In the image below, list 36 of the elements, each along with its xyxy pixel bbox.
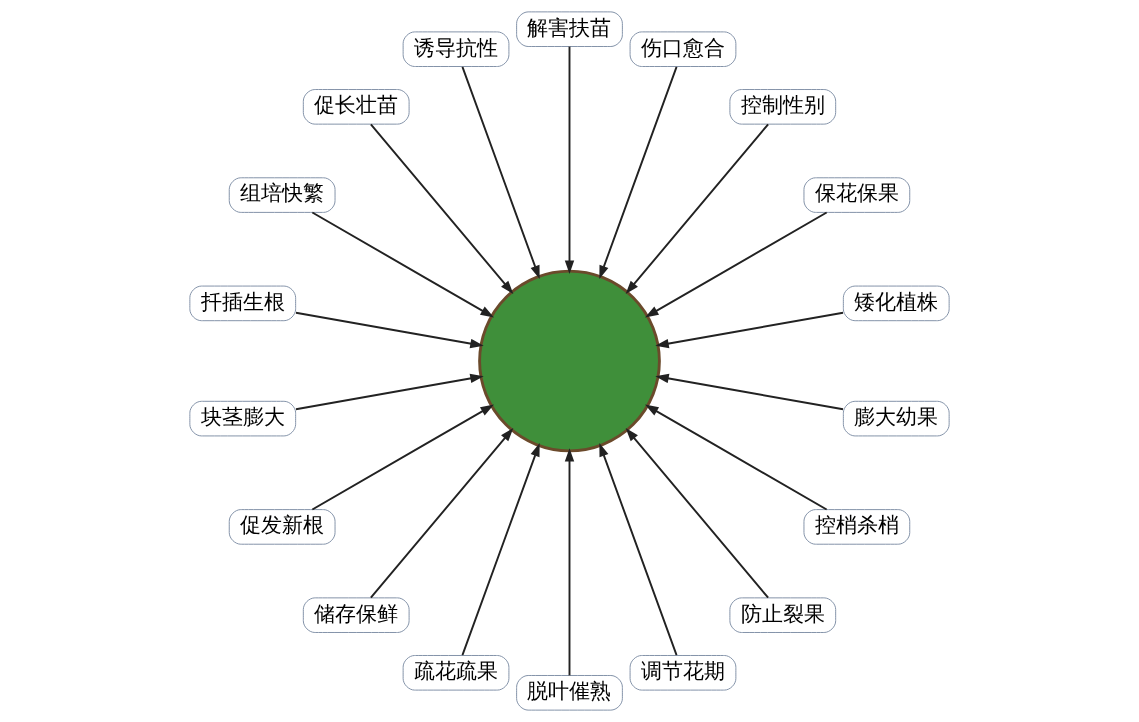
node-box: 控梢杀梢: [803, 509, 911, 545]
node-box: 疏花疏果: [402, 655, 510, 691]
node-box: 储存保鲜: [302, 597, 410, 633]
arrow: [295, 311, 484, 349]
node-box: 扦插生根: [189, 285, 297, 322]
node-box: 调节花期: [629, 655, 737, 691]
node-box: 膨大幼果: [842, 400, 950, 437]
arrow: [625, 427, 770, 599]
arrow: [655, 373, 844, 411]
node-box: 控制性别: [729, 89, 837, 125]
arrow: [295, 373, 484, 411]
node-box: 防止裂果: [729, 597, 837, 633]
node-box: 促发新根: [228, 509, 336, 545]
arrow: [599, 442, 678, 657]
arrow: [655, 311, 844, 349]
arrow: [461, 65, 540, 280]
arrow: [599, 65, 678, 280]
arrow: [645, 211, 828, 318]
node-box: 保花保果: [803, 177, 911, 213]
arrow: [369, 427, 514, 599]
node-box: 组培快繁: [228, 177, 336, 213]
arrow: [625, 123, 770, 295]
arrow: [311, 211, 494, 318]
node-box: 促长壮苗: [302, 89, 410, 125]
node-box: 诱导抗性: [402, 31, 510, 67]
arrow: [369, 123, 514, 295]
arrow: [645, 404, 828, 511]
node-box: 解害扶苗: [516, 11, 623, 47]
arrow: [564, 448, 575, 677]
node-box: 伤口愈合: [629, 31, 737, 67]
node-box: 块茎膨大: [189, 400, 297, 437]
node-box: 矮化植株: [842, 285, 950, 322]
arrow: [564, 45, 575, 274]
arrow: [461, 442, 540, 657]
node-box: 脱叶催熟: [516, 675, 623, 711]
arrow: [311, 404, 494, 511]
